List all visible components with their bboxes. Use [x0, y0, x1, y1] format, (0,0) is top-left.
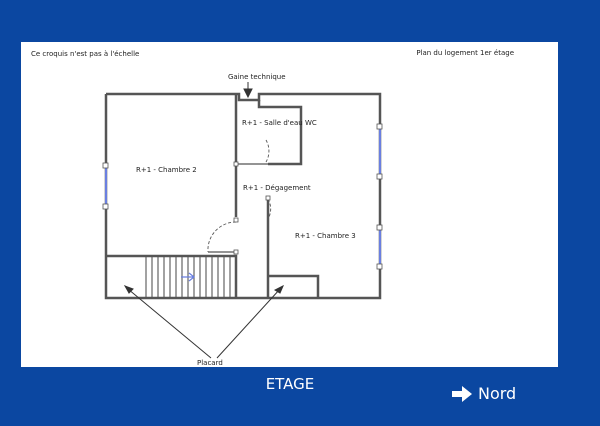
room-label-salle-eau: R+1 - Salle d'eau WC — [242, 119, 317, 127]
floor-plan: R+1 - Chambre 2 R+1 - Salle d'eau WC R+1… — [102, 73, 383, 367]
door-leaves — [208, 163, 269, 253]
door-arc-chambre2 — [207, 221, 237, 253]
door-swings — [207, 139, 272, 253]
room-label-chambre3: R+1 - Chambre 3 — [295, 232, 356, 240]
gaine-pointer — [243, 82, 253, 99]
placard-pointers — [123, 284, 284, 359]
north-label: Nord — [478, 384, 517, 403]
floor-label: ETAGE — [265, 375, 315, 393]
walls — [104, 92, 382, 300]
door-hinges — [233, 161, 271, 255]
windows — [105, 127, 381, 267]
gaine-label: Gaine technique — [228, 73, 286, 81]
scale-note: Ce croquis n'est pas à l'échelle — [31, 50, 140, 58]
door-arc-salle — [265, 139, 270, 163]
plan-title: Plan du logement 1er étage — [416, 49, 514, 57]
stair-wall — [106, 254, 238, 298]
stair-direction-arrow — [181, 272, 195, 282]
north-indicator: Nord — [452, 384, 516, 403]
outer-wall — [104, 92, 382, 300]
salle-eau-wall — [257, 100, 303, 166]
room-label-degagement: R+1 - Dégagement — [243, 184, 311, 192]
window-markers — [102, 123, 383, 270]
plan-sheet: Ce croquis n'est pas à l'échelle Plan du… — [21, 42, 558, 367]
arrow-right-icon — [452, 385, 472, 402]
room-label-chambre2: R+1 - Chambre 2 — [136, 166, 197, 174]
cupboard-right — [268, 274, 320, 298]
placard-label: Placard — [197, 359, 223, 367]
